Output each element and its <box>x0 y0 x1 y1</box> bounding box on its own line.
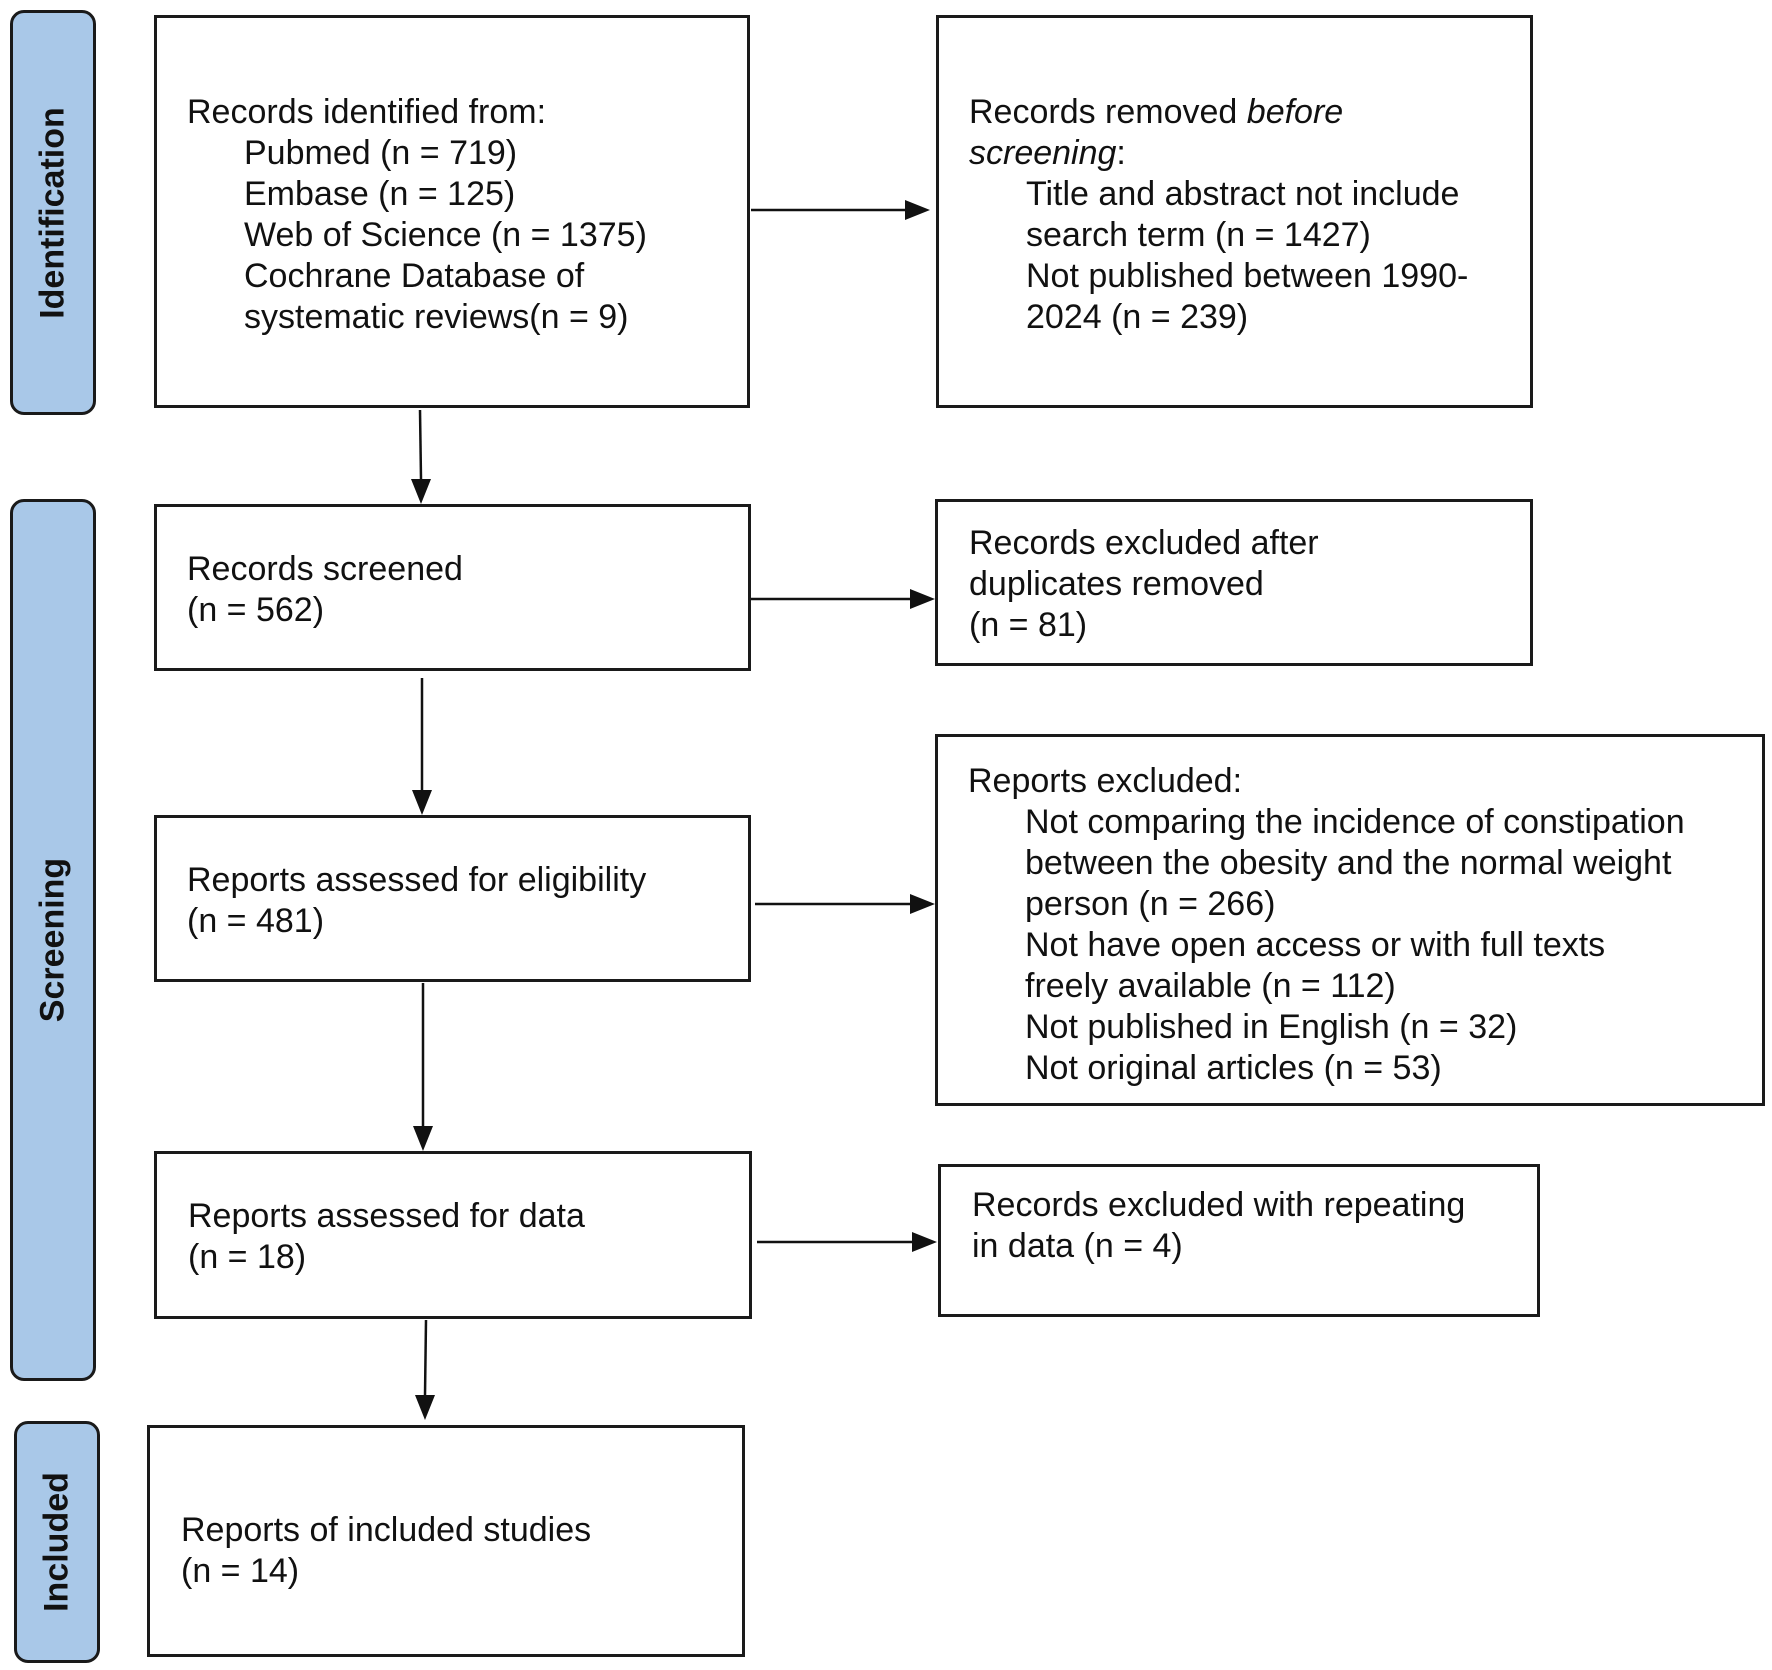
eligibility-label: Reports assessed for eligibility <box>187 861 647 899</box>
records-screened-label: Records screened <box>187 550 463 588</box>
arrowhead-eligibility-to-excluded <box>910 894 935 914</box>
reports-excluded-heading: Reports excluded: <box>968 762 1243 800</box>
included-studies-box: Reports of included studies (n = 14) <box>147 1425 745 1657</box>
arrowhead-identified-to-screened <box>411 479 431 504</box>
arrow-identified-to-screened <box>418 409 423 480</box>
records-screened-box: Records screened (n = 562) <box>154 504 751 671</box>
reports-excluded-reason-7: Not original articles (n = 53) <box>1025 1049 1442 1087</box>
arrowhead-assessed-to-included <box>415 1395 435 1420</box>
phase-identification: Identification <box>10 10 96 415</box>
source-pubmed: Pubmed (n = 719) <box>244 134 518 172</box>
excluded-duplicates-box: Records excluded after duplicates remove… <box>935 499 1533 666</box>
reports-excluded-reason-3: person (n = 266) <box>1025 885 1276 923</box>
records-removed-heading-1: Records removed before <box>969 92 1530 133</box>
records-screened-count: (n = 562) <box>187 591 325 629</box>
source-embase: Embase (n = 125) <box>244 175 516 213</box>
eligibility-box: Reports assessed for eligibility (n = 48… <box>154 815 751 982</box>
removed-reason-4: 2024 (n = 239) <box>1026 298 1249 336</box>
included-studies-count: (n = 14) <box>181 1552 300 1590</box>
reports-excluded-reason-5: freely available (n = 112) <box>1025 967 1396 1005</box>
arrow-assessed-to-included <box>423 1319 428 1396</box>
excluded-duplicates-count: (n = 81) <box>969 606 1088 644</box>
reports-excluded-reason-6: Not published in English (n = 32) <box>1025 1008 1518 1046</box>
removed-reason-3: Not published between 1990- <box>1026 257 1469 295</box>
reports-excluded-box: Reports excluded: Not comparing the inci… <box>935 734 1765 1106</box>
source-web-of-science: Web of Science (n = 1375) <box>244 216 647 254</box>
records-removed-box: Records removed before screening: Title … <box>936 15 1533 408</box>
records-identified-box: Records identified from: Pubmed (n = 719… <box>154 15 750 408</box>
source-cochrane-line-1: Cochrane Database of <box>244 257 585 295</box>
included-studies-label: Reports of included studies <box>181 1511 592 1549</box>
phase-screening: Screening <box>10 499 96 1381</box>
excluded-duplicates-line-1: Records excluded after <box>969 524 1319 562</box>
removed-reason-2: search term (n = 1427) <box>1026 216 1371 254</box>
assessed-data-box: Reports assessed for data (n = 18) <box>154 1151 752 1319</box>
records-removed-before: before <box>1246 93 1344 131</box>
arrowhead-screened-to-duplicates <box>910 589 935 609</box>
eligibility-count: (n = 481) <box>187 902 325 940</box>
reports-excluded-reason-1: Not comparing the incidence of constipat… <box>1025 803 1685 841</box>
assessed-data-count: (n = 18) <box>188 1238 307 1276</box>
records-removed-prefix: Records removed <box>969 93 1247 131</box>
excluded-repeating-box: Records excluded with repeating in data … <box>938 1164 1540 1317</box>
excluded-repeating-line-1: Records excluded with repeating <box>972 1186 1466 1224</box>
records-removed-screening: screening <box>969 134 1117 172</box>
reports-excluded-reason-2: between the obesity and the normal weigh… <box>1025 844 1672 882</box>
records-removed-suffix: : <box>1116 134 1126 172</box>
records-identified-heading: Records identified from: <box>187 93 547 131</box>
arrowhead-eligibility-to-assessed <box>413 1126 433 1151</box>
source-cochrane-line-2: systematic reviews(n = 9) <box>244 298 629 336</box>
excluded-repeating-line-2: in data (n = 4) <box>972 1227 1183 1265</box>
removed-reason-1: Title and abstract not include <box>1026 175 1460 213</box>
arrowhead-identified-to-removed <box>905 200 930 220</box>
reports-excluded-reason-4: Not have open access or with full texts <box>1025 926 1606 964</box>
records-removed-heading-2: screening: <box>969 133 1530 174</box>
assessed-data-label: Reports assessed for data <box>188 1197 585 1235</box>
phase-included: Included <box>14 1421 100 1663</box>
arrowhead-assessed-to-repeating <box>912 1232 937 1252</box>
arrowhead-screened-to-eligibility <box>412 790 432 815</box>
excluded-duplicates-line-2: duplicates removed <box>969 565 1264 603</box>
